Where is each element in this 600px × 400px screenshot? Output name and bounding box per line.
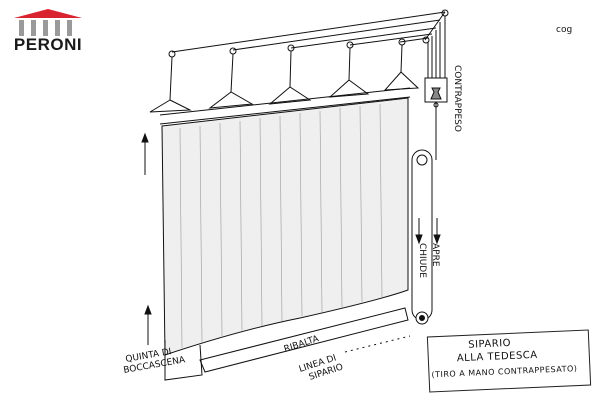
down-arrow-icon xyxy=(415,218,441,245)
stage-floor xyxy=(199,307,409,373)
artist-signature: cog xyxy=(556,25,572,35)
title-line-3: (TIRO A MANO CONTRAPPESATO) xyxy=(431,364,578,380)
open-label: APRE xyxy=(430,243,440,267)
counterweight-label: CONTRAPPESO xyxy=(452,65,462,132)
rigging-lines xyxy=(168,9,449,101)
peroni-logo: PERONI xyxy=(8,8,88,54)
title-box: SIPARIO ALLA TEDESCA (TIRO A MANO CONTRA… xyxy=(426,329,592,393)
temple-roof-icon xyxy=(14,9,82,36)
up-arrow-icon xyxy=(141,132,152,345)
logo-wordmark: PERONI xyxy=(13,35,83,54)
curtain-folds xyxy=(179,103,383,349)
close-label: CHIUDE xyxy=(417,243,427,278)
proscenium-wing xyxy=(164,340,203,381)
curtain xyxy=(161,97,409,356)
title-line-2: ALLA TEDESCA xyxy=(456,349,538,365)
title-line-1: SIPARIO xyxy=(468,337,512,351)
batten-hangers xyxy=(149,71,420,125)
